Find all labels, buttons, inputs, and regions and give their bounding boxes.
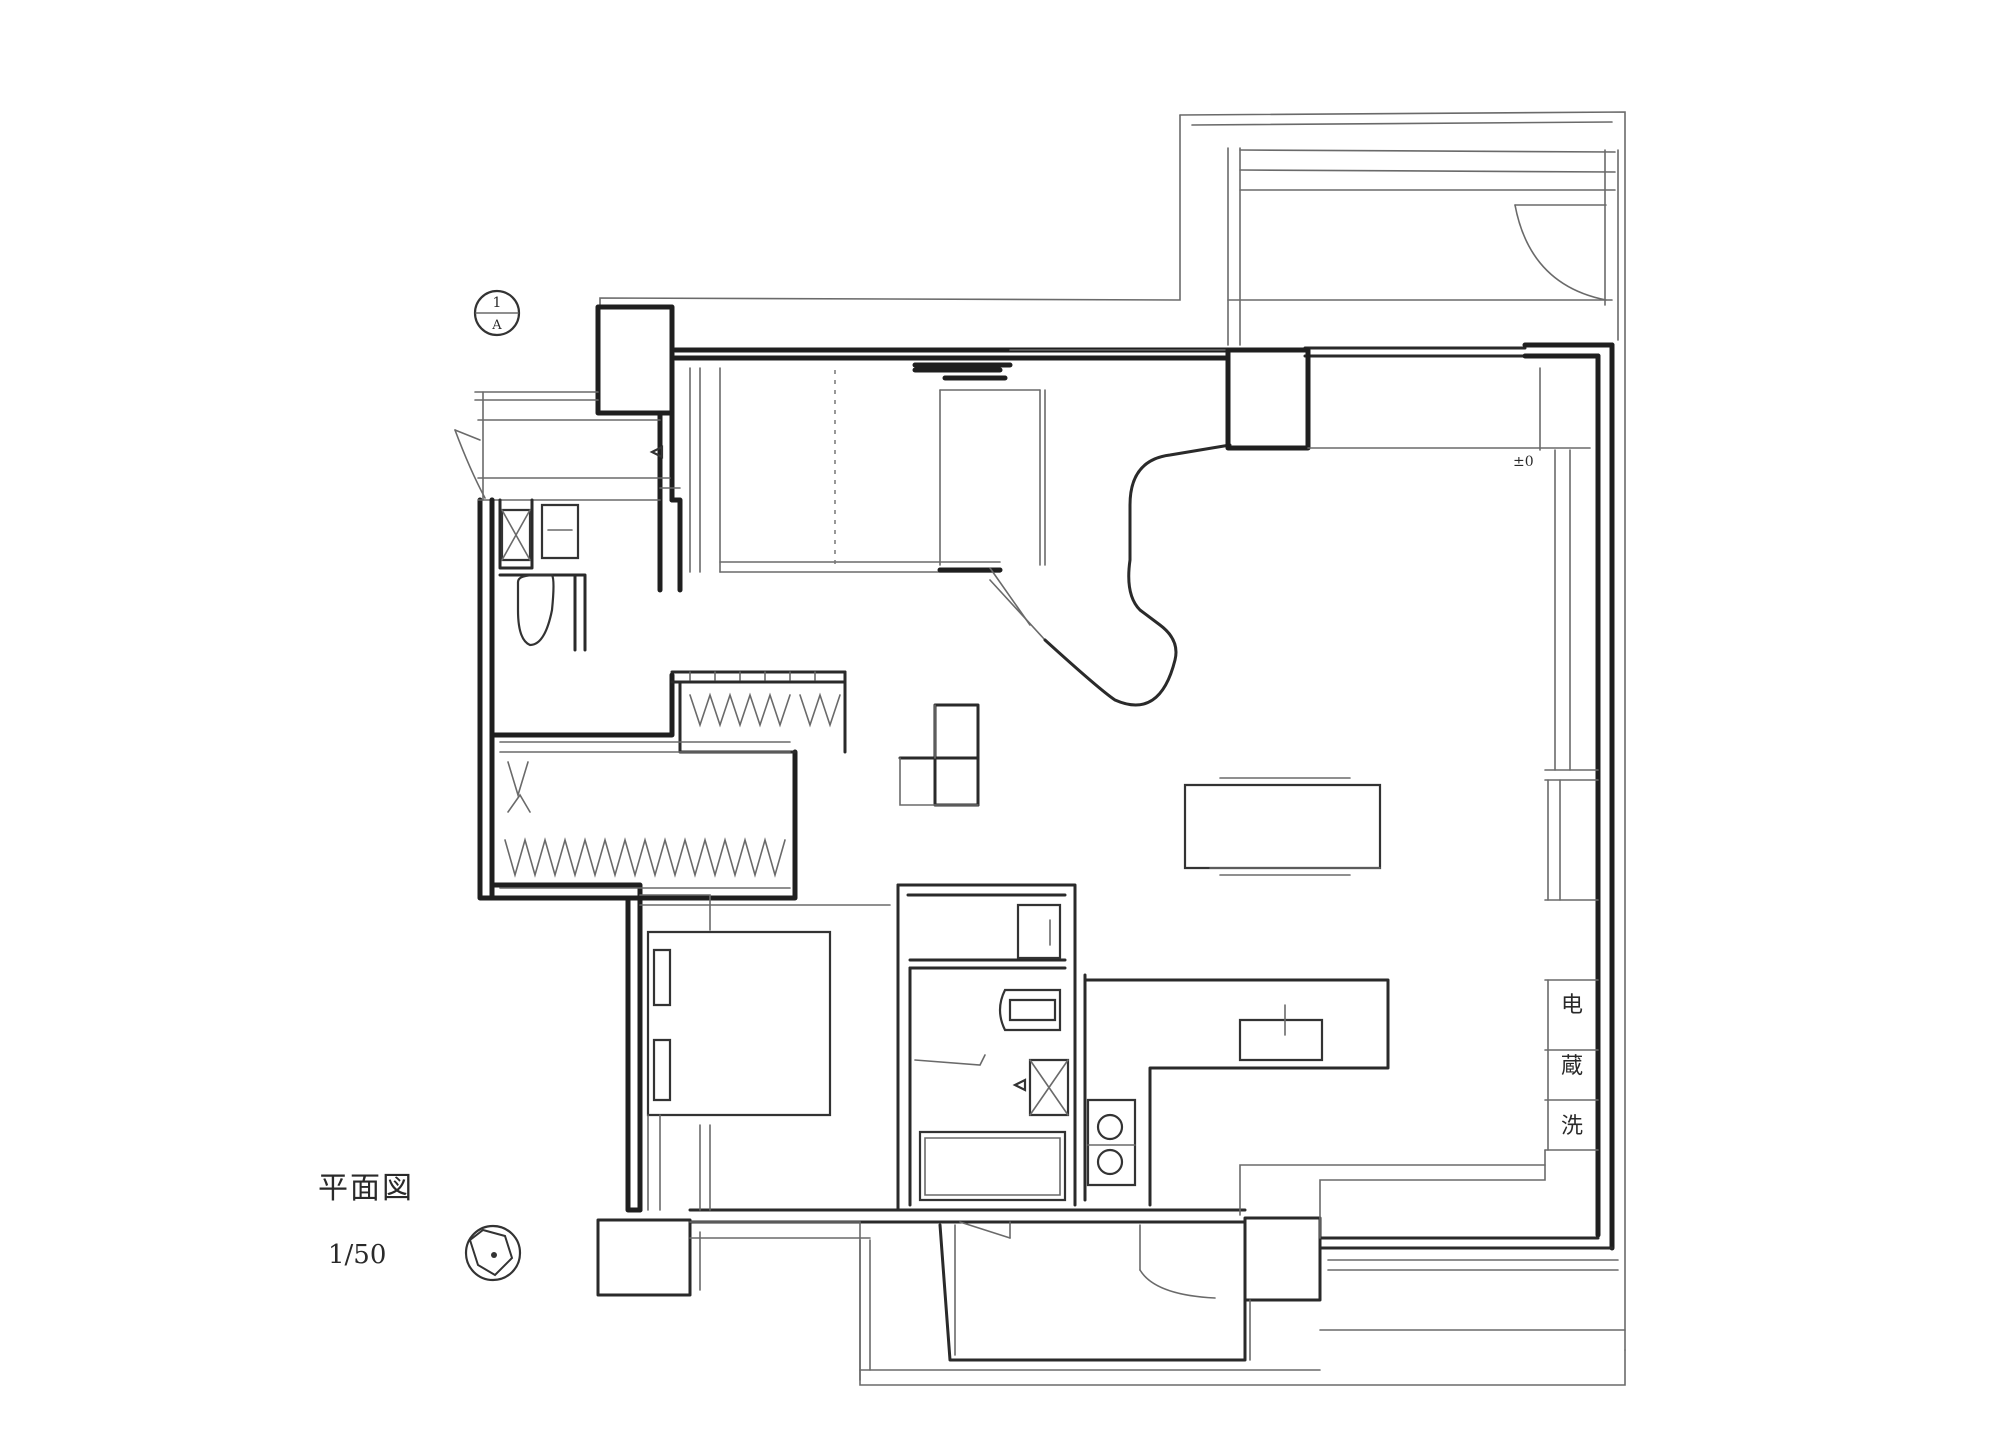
top-windows [912,349,1229,381]
section-mark-top: 1 [493,295,502,311]
upper-wc [489,497,675,738]
north-arrow-icon [464,1224,522,1282]
lower-bedroom [639,894,891,1211]
kitchen [1083,973,1599,1239]
entry-vestibule [454,391,681,501]
living-dining [1183,367,1599,901]
columns [596,347,1322,1302]
closet [489,670,847,901]
drawing-title: 平面図 [318,1171,414,1206]
kitchen-label-1: 蔵 [1561,1054,1583,1079]
balcony-bottom [689,1221,1626,1386]
kitchen-label-0: 电 [1561,993,1583,1018]
section-mark [473,289,521,337]
upper-room [689,367,1232,707]
kitchen-label-2: 洗 [1561,1114,1583,1139]
level-mark: ±0 [1513,454,1534,470]
section-mark-bottom: A [491,318,502,333]
balcony-top [599,111,1626,1351]
drawing-scale: 1/50 [328,1240,387,1270]
lower-bath [896,883,1077,1212]
